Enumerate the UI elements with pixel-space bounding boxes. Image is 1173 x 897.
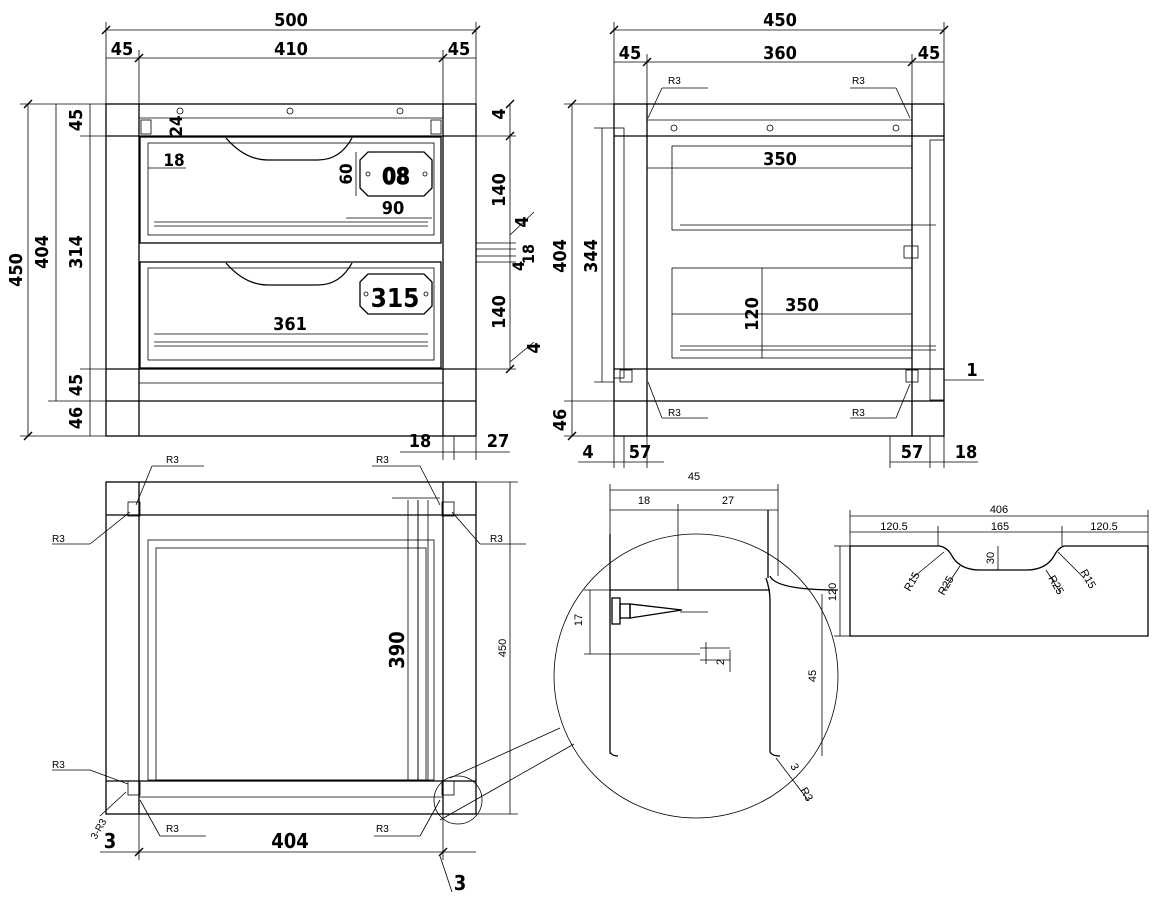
handle-r15-right: R15 [1077, 568, 1097, 591]
dim-18-mid: 18 [519, 244, 538, 264]
handle-dim-center: 165 [991, 521, 1009, 533]
side-dim-46: 46 [550, 409, 571, 432]
drawer-1 [139, 136, 442, 244]
drawer-2 [139, 261, 442, 369]
handle-dim-120: 120 [827, 583, 839, 601]
handle-r25-left: R25 [936, 574, 956, 597]
top-dim-450: 450 [497, 639, 509, 657]
front-view: 08 315 500 45 410 45 [6, 10, 545, 460]
top-r3-4: R3 [490, 534, 503, 545]
side-dim-120: 120 [742, 297, 763, 331]
side-dim-18: 18 [955, 442, 978, 463]
detail-view: 45 18 27 17 2 45 R3 3 [553, 471, 839, 819]
dim-60: 60 [337, 163, 357, 184]
dim-450: 450 [6, 253, 27, 287]
top-r3-1: R3 [166, 455, 179, 466]
dim-45-left: 45 [111, 39, 134, 60]
handle-r25-right: R25 [1045, 574, 1065, 597]
front-body-outline [105, 103, 477, 437]
handle-dim-right: 120.5 [1090, 521, 1118, 533]
handle-profile: 406 120.5 165 120.5 120 30 R15 R25 R25 R… [827, 504, 1149, 637]
top-r3-6: R3 [166, 824, 179, 835]
handle-r15-left: R15 [902, 570, 922, 593]
handle-dim-left: 120.5 [880, 521, 908, 533]
dim-410: 410 [274, 39, 308, 60]
dim-4-bottom: 4 [524, 342, 545, 353]
detail-dim-17: 17 [573, 614, 585, 626]
detail-dim-27: 27 [722, 495, 734, 507]
dim-24: 24 [167, 115, 187, 136]
side-view: 450 45 360 45 R3 R3 R3 R3 350 350 120 [550, 10, 984, 468]
top-body-outline [105, 481, 477, 815]
dim-27-leg: 27 [487, 431, 510, 452]
detail-dim-45: 45 [688, 471, 700, 483]
side-dim-57-left: 57 [629, 442, 652, 463]
dim-500: 500 [274, 10, 308, 31]
drawer-1-handle [225, 137, 353, 161]
side-r3-tr: R3 [852, 76, 865, 87]
side-dim-350-bottom: 350 [785, 295, 819, 316]
detail-r3: R3 [797, 786, 814, 804]
tag-315 [359, 273, 433, 315]
top-r3-2: R3 [376, 455, 389, 466]
side-dim-1: 1 [966, 360, 977, 381]
handle-dim-30: 30 [985, 552, 997, 564]
side-dim-57-right: 57 [901, 442, 924, 463]
side-dim-45-right: 45 [918, 43, 941, 64]
dim-140-bottom: 140 [489, 295, 510, 329]
dim-45-bottom: 45 [66, 374, 87, 397]
side-dim-45-left: 45 [619, 43, 642, 64]
drawer-2-handle [225, 262, 353, 286]
dim-46: 46 [66, 407, 87, 430]
detail-dim-2: 2 [715, 659, 727, 665]
side-dim-450: 450 [763, 10, 797, 31]
tag-08 [359, 151, 433, 197]
detail-dim-3: 3 [787, 762, 800, 773]
top-r3-3: R3 [52, 534, 65, 545]
side-dim-404: 404 [550, 239, 571, 273]
side-r3-tl: R3 [668, 76, 681, 87]
side-dim-360: 360 [763, 43, 797, 64]
top-view: R3 R3 R3 R3 R3 R3 R3 3-R3 390 450 404 [52, 455, 575, 895]
top-r3-7: R3 [376, 824, 389, 835]
top-dim-404: 404 [271, 829, 309, 853]
side-dim-350-top: 350 [763, 149, 797, 170]
dim-90: 90 [382, 198, 405, 219]
top-r3-5: R3 [52, 760, 65, 771]
side-dim-4: 4 [582, 442, 593, 463]
dim-140-top: 140 [489, 173, 510, 207]
dim-404: 404 [32, 235, 53, 269]
dim-4-top: 4 [489, 108, 510, 119]
handle-outline [849, 545, 1149, 637]
side-dim-344: 344 [581, 239, 602, 273]
tag-315-text: 315 [371, 284, 420, 314]
dim-314: 314 [66, 235, 87, 269]
dim-45-top: 45 [66, 109, 87, 132]
dim-18: 18 [163, 151, 184, 171]
side-r3-br: R3 [852, 408, 865, 419]
dim-45-right: 45 [448, 39, 471, 60]
tag-08-text: 08 [382, 165, 410, 190]
top-dim-390: 390 [385, 631, 409, 669]
dim-361: 361 [273, 314, 307, 335]
handle-dim-406: 406 [990, 504, 1008, 516]
top-dim-3-right: 3 [454, 871, 467, 895]
dim-18-leg: 18 [409, 431, 432, 452]
detail-dim-45-v: 45 [807, 670, 819, 682]
dim-4-mid2: 4 [509, 261, 528, 271]
top-dim-3-left: 3 [104, 829, 117, 853]
dim-4-mid1: 4 [512, 216, 533, 227]
detail-circle [553, 533, 839, 819]
detail-dim-18: 18 [638, 495, 650, 507]
side-r3-bl: R3 [668, 408, 681, 419]
